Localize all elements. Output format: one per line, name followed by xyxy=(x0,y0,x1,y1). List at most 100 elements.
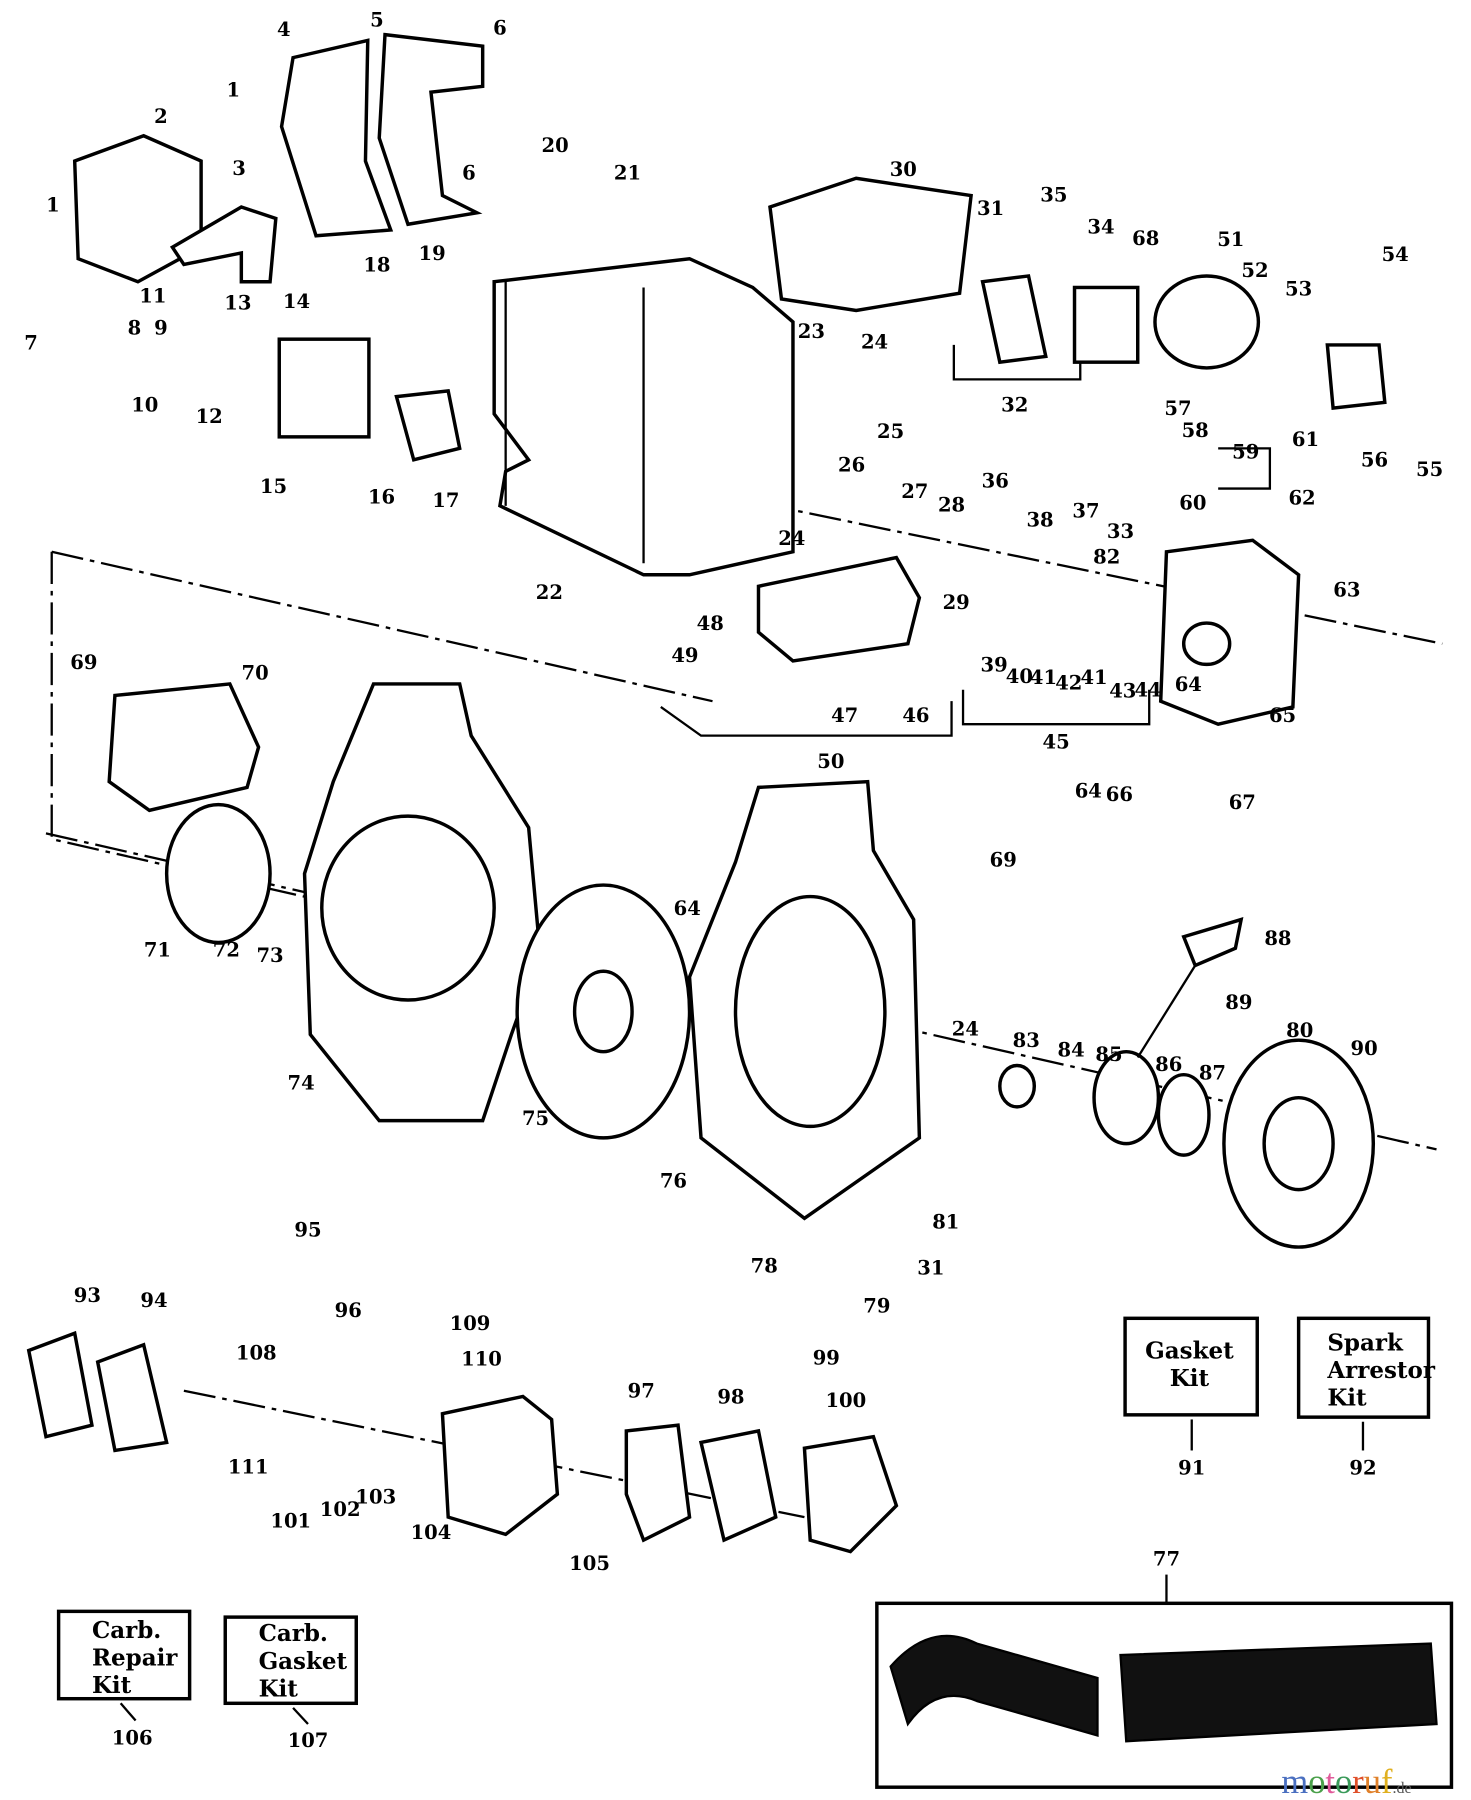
spark-arrestor-kit-label: Arrestor xyxy=(1326,1357,1435,1384)
part-number-70: 70 xyxy=(242,661,269,684)
part-number-69: 69 xyxy=(990,849,1017,872)
starter-pulley xyxy=(1092,1049,1161,1146)
part-number-3: 3 xyxy=(232,157,246,180)
part-number-37: 37 xyxy=(1072,499,1099,522)
part-number-36: 36 xyxy=(982,469,1009,492)
part-number-50: 50 xyxy=(817,750,844,773)
part-number-38: 38 xyxy=(1026,509,1053,532)
part-number-62: 62 xyxy=(1288,487,1315,510)
spring xyxy=(1156,1072,1211,1157)
part-number-56: 56 xyxy=(1361,449,1388,472)
part-number-106: 106 xyxy=(112,1727,153,1750)
part-number-102: 102 xyxy=(320,1498,361,1521)
part-number-15: 15 xyxy=(260,475,287,498)
part-number-40: 40 xyxy=(1006,665,1033,688)
part-number-29: 29 xyxy=(943,591,970,614)
fuel-tank xyxy=(756,555,922,663)
part-number-95: 95 xyxy=(294,1219,321,1242)
starter-handle xyxy=(1181,917,1244,968)
part-number-31: 31 xyxy=(917,1257,944,1280)
part-number-61: 61 xyxy=(1292,428,1319,451)
part-number-22: 22 xyxy=(536,581,563,604)
part-number-111: 111 xyxy=(228,1455,269,1478)
part-number-41: 41 xyxy=(1030,666,1057,689)
part-number-53: 53 xyxy=(1285,278,1312,301)
part-number-1: 1 xyxy=(46,194,60,217)
part-number-82: 82 xyxy=(1093,545,1120,568)
part-number-63: 63 xyxy=(1333,579,1360,602)
part-number-85: 85 xyxy=(1095,1043,1122,1066)
part-number-11: 11 xyxy=(139,284,166,307)
part-number-77: 77 xyxy=(1153,1547,1180,1570)
part-number-28: 28 xyxy=(938,494,965,517)
part-number-67: 67 xyxy=(1229,791,1256,814)
gasket-kit-box xyxy=(1123,1316,1259,1417)
carburetor xyxy=(440,1394,560,1537)
part-number-80: 80 xyxy=(1286,1019,1313,1042)
spark-plug-bracket xyxy=(980,274,1048,365)
part-number-69: 69 xyxy=(70,651,97,674)
carb-repair-kit-box xyxy=(56,1609,192,1701)
part-number-74: 74 xyxy=(288,1072,315,1095)
part-number-100: 100 xyxy=(825,1389,866,1412)
part-number-13: 13 xyxy=(224,291,251,314)
part-number-71: 71 xyxy=(144,938,171,961)
part-number-5: 5 xyxy=(370,9,384,32)
part-number-65: 65 xyxy=(1269,704,1296,727)
part-number-7: 7 xyxy=(24,332,38,355)
carb-gasket-kit-label: Gasket xyxy=(259,1648,348,1675)
kit-labels: GasketKitSparkArrestorKitCarb.RepairKitC… xyxy=(92,1329,1436,1702)
part-number-89: 89 xyxy=(1225,991,1252,1014)
part-number-64: 64 xyxy=(1075,780,1102,803)
part-number-101: 101 xyxy=(270,1509,311,1532)
part-number-2: 2 xyxy=(154,105,168,128)
part-number-21: 21 xyxy=(614,161,641,184)
part-number-52: 52 xyxy=(1241,259,1268,282)
part-number-4: 4 xyxy=(277,18,291,41)
part-number-49: 49 xyxy=(671,644,698,667)
part-number-97: 97 xyxy=(628,1380,655,1403)
part-number-26: 26 xyxy=(838,453,865,476)
part-number-23: 23 xyxy=(798,320,825,343)
blower-tube-elbow xyxy=(889,1634,1099,1738)
part-number-41: 41 xyxy=(1080,666,1107,689)
part-number-103: 103 xyxy=(355,1485,396,1508)
part-number-109: 109 xyxy=(450,1312,491,1335)
part-number-81: 81 xyxy=(932,1211,959,1234)
carb-repair-kit-label: Kit xyxy=(92,1672,132,1699)
part-number-64: 64 xyxy=(674,897,701,920)
part-number-46: 46 xyxy=(902,704,929,727)
part-number-6: 6 xyxy=(462,161,476,184)
handle xyxy=(377,32,485,227)
carb-gasket-kit-label: Kit xyxy=(259,1675,299,1702)
diaphragm xyxy=(624,1423,692,1543)
part-number-32: 32 xyxy=(1001,394,1028,417)
part-number-90: 90 xyxy=(1351,1037,1378,1060)
carb-cover xyxy=(802,1434,899,1554)
spark-arrestor-kit-label: Spark xyxy=(1327,1329,1404,1356)
carb-gasket-kit-box xyxy=(223,1615,358,1706)
part-number-93: 93 xyxy=(74,1284,101,1307)
part-number-72: 72 xyxy=(213,938,240,961)
part-number-64: 64 xyxy=(1175,673,1202,696)
part-number-10: 10 xyxy=(131,394,158,417)
part-number-55: 55 xyxy=(1416,458,1443,481)
part-number-12: 12 xyxy=(196,405,223,428)
part-number-84: 84 xyxy=(1057,1038,1084,1061)
part-number-44: 44 xyxy=(1134,679,1161,702)
part-number-43: 43 xyxy=(1109,680,1136,703)
part-number-92: 92 xyxy=(1349,1457,1376,1480)
part-number-17: 17 xyxy=(432,489,459,512)
part-number-91: 91 xyxy=(1178,1457,1205,1480)
spark-arrestor-kit-box xyxy=(1296,1316,1431,1419)
part-number-86: 86 xyxy=(1155,1053,1182,1076)
part-number-9: 9 xyxy=(154,317,168,340)
part-number-76: 76 xyxy=(660,1169,687,1192)
part-number-99: 99 xyxy=(813,1346,840,1369)
part-number-27: 27 xyxy=(901,480,928,503)
part-number-75: 75 xyxy=(522,1107,549,1130)
part-number-33: 33 xyxy=(1107,520,1134,543)
part-number-105: 105 xyxy=(569,1552,610,1575)
